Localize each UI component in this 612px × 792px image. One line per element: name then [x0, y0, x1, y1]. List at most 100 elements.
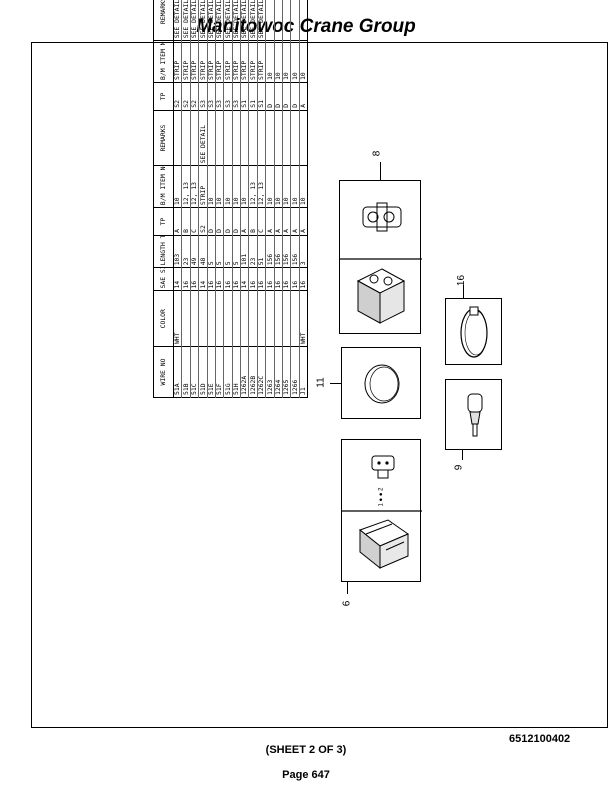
table-cell: [299, 0, 308, 41]
table-cell: STRIP: [207, 40, 216, 83]
table-cell: 1266: [290, 346, 300, 398]
table-cell: D: [282, 82, 291, 111]
col-length: LENGTH TOT IN: [153, 235, 174, 268]
table-cell: 51: [257, 235, 266, 268]
table-cell: [240, 110, 249, 166]
table-cell: [240, 290, 249, 347]
table-cell: 16: [290, 267, 300, 291]
table-cell: 1262C: [257, 346, 266, 398]
table-cell: 1262B: [248, 346, 258, 398]
table-cell: D: [215, 207, 224, 236]
table-cell: [290, 0, 300, 41]
terminal-pin-icon: [467, 393, 483, 437]
table-cell: STRIP: [173, 40, 182, 83]
table-cell: 16: [274, 267, 283, 291]
table-cell: [232, 290, 241, 347]
table-cell: 10: [173, 165, 182, 208]
table-cell: STRIP: [223, 40, 233, 83]
table-cell: 10: [299, 40, 308, 83]
table-cell: S2: [190, 82, 199, 111]
page-number: Page 647: [282, 769, 330, 781]
table-cell: [274, 0, 283, 41]
table-cell: [290, 290, 300, 347]
table-cell: STRIP: [215, 40, 224, 83]
table-cell: 49: [190, 235, 199, 268]
table-cell: A: [240, 207, 249, 236]
connector-6-box: 1 ● ● 2: [341, 439, 422, 582]
table-cell: [265, 110, 274, 166]
table-cell: [257, 110, 266, 166]
table-cell: A: [265, 207, 274, 236]
document-number: 6512100402: [509, 733, 571, 745]
table-cell: [274, 110, 283, 166]
table-cell: 156: [274, 235, 283, 268]
table-cell: 51E: [207, 346, 216, 398]
table-cell: [207, 290, 216, 347]
table-cell: 10: [282, 165, 291, 208]
table-cell: [248, 290, 258, 347]
table-cell: 12, 13: [257, 165, 266, 208]
table-cell: 10: [274, 165, 283, 208]
callout-9-leader: [462, 450, 463, 460]
table-cell: D: [290, 82, 300, 111]
table-cell: SEE DETAIL: [198, 0, 207, 41]
table-cell: D: [274, 82, 283, 111]
table-cell: 16: [190, 267, 199, 291]
table-cell: STRIP: [232, 40, 241, 83]
table-cell: S2: [198, 207, 207, 236]
table-cell: D: [223, 207, 233, 236]
table-cell: WHT: [299, 290, 308, 347]
terminal-9-box: [445, 379, 502, 450]
table-cell: [282, 0, 291, 41]
table-cell: [274, 290, 283, 347]
callout-16-leader: [463, 285, 464, 298]
clamp-16-box: [445, 298, 502, 365]
pin-labels: 1 ● ● 2: [378, 487, 385, 507]
table-cell: [198, 290, 207, 347]
table-cell: STRIP: [198, 165, 207, 208]
table-cell: 51D: [198, 346, 207, 398]
table-cell: S2: [181, 82, 191, 111]
sheet-label: (SHEET 2 OF 3): [265, 744, 347, 756]
table-cell: 5: [223, 235, 233, 268]
table-cell: C: [190, 207, 199, 236]
table-cell: 14: [198, 267, 207, 291]
wire-table: WIRE NO COLOR SAE SIZE LENGTH TOT IN TP …: [153, 0, 308, 398]
receptacle-icon: [340, 202, 422, 324]
table-cell: D: [265, 82, 274, 111]
table-header-row: WIRE NO COLOR SAE SIZE LENGTH TOT IN TP …: [153, 0, 174, 398]
table-cell: STRIP: [248, 40, 258, 83]
col-remarks-2: REMARKS: [153, 0, 174, 41]
callout-6-leader: [347, 582, 348, 594]
table-cell: [223, 110, 233, 166]
col-bm-item-1: B/M ITEM NO: [153, 165, 174, 208]
table-cell: 10: [223, 165, 233, 208]
table-cell: [207, 110, 216, 166]
table-cell: S3: [223, 82, 233, 111]
table-cell: B: [248, 207, 258, 236]
callout-6: 6: [341, 600, 353, 607]
table-cell: 23: [181, 235, 191, 268]
callout-9: 9: [453, 464, 465, 471]
table-cell: SEE DETAIL: [207, 0, 216, 41]
table-cell: 1263: [265, 346, 274, 398]
table-cell: 1262A: [240, 346, 249, 398]
table-cell: 12, 13: [190, 165, 199, 208]
table-cell: [190, 110, 199, 166]
table-cell: 10: [215, 165, 224, 208]
table-cell: 12, 13: [248, 165, 258, 208]
table-cell: 10: [207, 165, 216, 208]
table-cell: 3: [299, 235, 308, 268]
table-cell: 10: [299, 165, 308, 208]
table-cell: WHT: [173, 290, 182, 347]
table-cell: STRIP: [257, 40, 266, 83]
table-cell: 48: [198, 235, 207, 268]
table-cell: STRIP: [240, 40, 249, 83]
table-cell: 103: [173, 235, 182, 268]
